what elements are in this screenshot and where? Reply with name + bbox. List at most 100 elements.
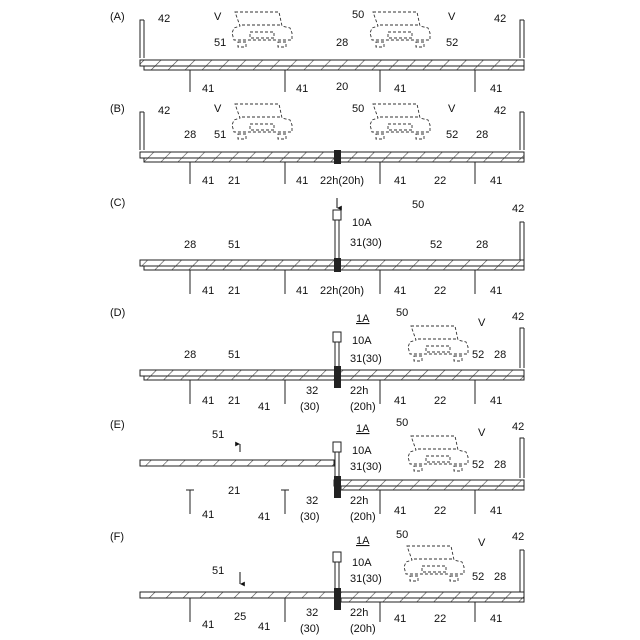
piers-a: [190, 70, 475, 92]
pier-1-label-c: 41: [202, 285, 214, 297]
floor-left-label-e: 51: [212, 429, 224, 441]
system-label-d: 1A: [356, 313, 370, 325]
device-label-e: 10A: [352, 445, 372, 457]
left-wall-a: [140, 20, 144, 58]
joint-b: [334, 150, 341, 164]
wall-right-label-f: 42: [512, 531, 524, 543]
device-label-d: 10A: [352, 335, 372, 347]
vehicle-f: [404, 546, 464, 581]
support-d: [334, 366, 341, 388]
pier-4-label-f: 41: [490, 613, 502, 625]
rail-label-a: 28: [336, 37, 348, 49]
wall-left-label-b: 42: [158, 105, 170, 117]
beam-right-label-c: 22: [434, 285, 446, 297]
support-label-bottom-d: (30): [300, 401, 320, 413]
floor-slab-f: [140, 592, 524, 598]
right-wall-b: [520, 112, 524, 150]
support-label-bottom-e: (30): [300, 511, 320, 523]
floor-left-label-b: 51: [214, 129, 226, 141]
support-label-bottom-f: (30): [300, 623, 320, 635]
vehicle-d: [408, 326, 468, 361]
beam-right-e: [341, 486, 524, 490]
wall-right-label-e: 42: [512, 421, 524, 433]
actuator-label-f: 31(30): [350, 573, 382, 585]
pier-1-label-e: 41: [202, 509, 214, 521]
system-label-f: 1A: [356, 535, 370, 547]
floor-right-label-e: 52: [472, 459, 484, 471]
bridge-label-f: 50: [396, 529, 408, 541]
pier-1-label-f: 41: [202, 619, 214, 631]
vehicle-right-label-a: V: [448, 11, 456, 23]
floor-slab-a: [140, 60, 524, 66]
joint-label-c: 22h(20h): [320, 285, 364, 297]
vehicle-label-d: V: [478, 317, 486, 329]
floor-right-label-b: 52: [446, 129, 458, 141]
device-label-c: 10A: [352, 217, 372, 229]
pier-1-label-a: 41: [202, 83, 214, 95]
support-label-top-e: 32: [306, 495, 318, 507]
pier-3-label-f: 41: [394, 613, 406, 625]
floor-slab-left-e: [140, 460, 334, 466]
right-wall-e: [520, 438, 524, 478]
bridge-label-c: 50: [412, 199, 424, 211]
pier-3-label-d: 41: [394, 395, 406, 407]
floor-right-label-a: 52: [446, 37, 458, 49]
joint-label-bottom-e: (20h): [350, 511, 376, 523]
bridge-label-b: 50: [352, 103, 364, 115]
beam-a: [144, 66, 524, 70]
beam-right-f: [341, 598, 524, 602]
panel-a: (A) 42 42 V V 50 51 52 28 20 41 41 41 41: [110, 9, 524, 95]
joint-label-top-f: 22h: [350, 607, 368, 619]
pier-2-label-a: 41: [296, 83, 308, 95]
bridge-label-a: 50: [352, 9, 364, 21]
vehicle-label-f: V: [478, 537, 486, 549]
panel-d-label: (D): [110, 307, 125, 319]
pier-3-label-c: 41: [394, 285, 406, 297]
vehicle-left-label-b: V: [214, 103, 222, 115]
floor-left-label-f: 51: [212, 565, 224, 577]
floor-right-label-c: 52: [430, 239, 442, 251]
actuator-label-e: 31(30): [350, 461, 382, 473]
pier-1-label-d: 41: [202, 395, 214, 407]
right-wall-a: [520, 20, 524, 58]
left-wall-b: [140, 112, 144, 150]
pier-2-label-d: 41: [258, 401, 270, 413]
pier-3-label-e: 41: [394, 505, 406, 517]
support-e: [334, 476, 341, 498]
right-wall-f: [520, 550, 524, 592]
beam-right-label-d: 22: [434, 395, 446, 407]
vehicle-left-b: [232, 104, 292, 139]
vehicle-e: [408, 436, 468, 471]
pier-4-label-e: 41: [490, 505, 502, 517]
rail-right-label-b: 28: [476, 129, 488, 141]
rail-left-label-c: 28: [184, 239, 196, 251]
floor-right-label-f: 52: [472, 571, 484, 583]
beam-new-label-f: 25: [234, 611, 246, 623]
pier-2-label-b: 41: [296, 175, 308, 187]
vehicle-right-b: [370, 104, 430, 139]
pier-1-label-b: 41: [202, 175, 214, 187]
rail-right-label-c: 28: [476, 239, 488, 251]
joint-label-top-e: 22h: [350, 495, 368, 507]
support-label-top-d: 32: [306, 385, 318, 397]
beam-left-label-c: 21: [228, 285, 240, 297]
pier-4-label-a: 41: [490, 83, 502, 95]
pier-4-label-d: 41: [490, 395, 502, 407]
beam-right-label-b: 22: [434, 175, 446, 187]
wall-left-label-a: 42: [158, 13, 170, 25]
pier-2-label-e: 41: [258, 511, 270, 523]
vehicle-right-a: [370, 12, 430, 47]
panel-c-label: (C): [110, 197, 125, 209]
bridge-label-d: 50: [396, 307, 408, 319]
floor-slab-c: [140, 260, 524, 266]
joint-label-bottom-f: (20h): [350, 623, 376, 635]
beam-right-label-f: 22: [434, 613, 446, 625]
beam-left-label-b: 21: [228, 175, 240, 187]
support-f: [334, 588, 341, 610]
right-wall-c: [520, 222, 524, 260]
rail-right-label-f: 28: [494, 571, 506, 583]
beam-left-label-d: 21: [228, 395, 240, 407]
joint-label-bottom-d: (20h): [350, 401, 376, 413]
panel-e: (E) 1A 50 10A 31(30) V 42 51 52 28 21 32…: [110, 417, 524, 523]
